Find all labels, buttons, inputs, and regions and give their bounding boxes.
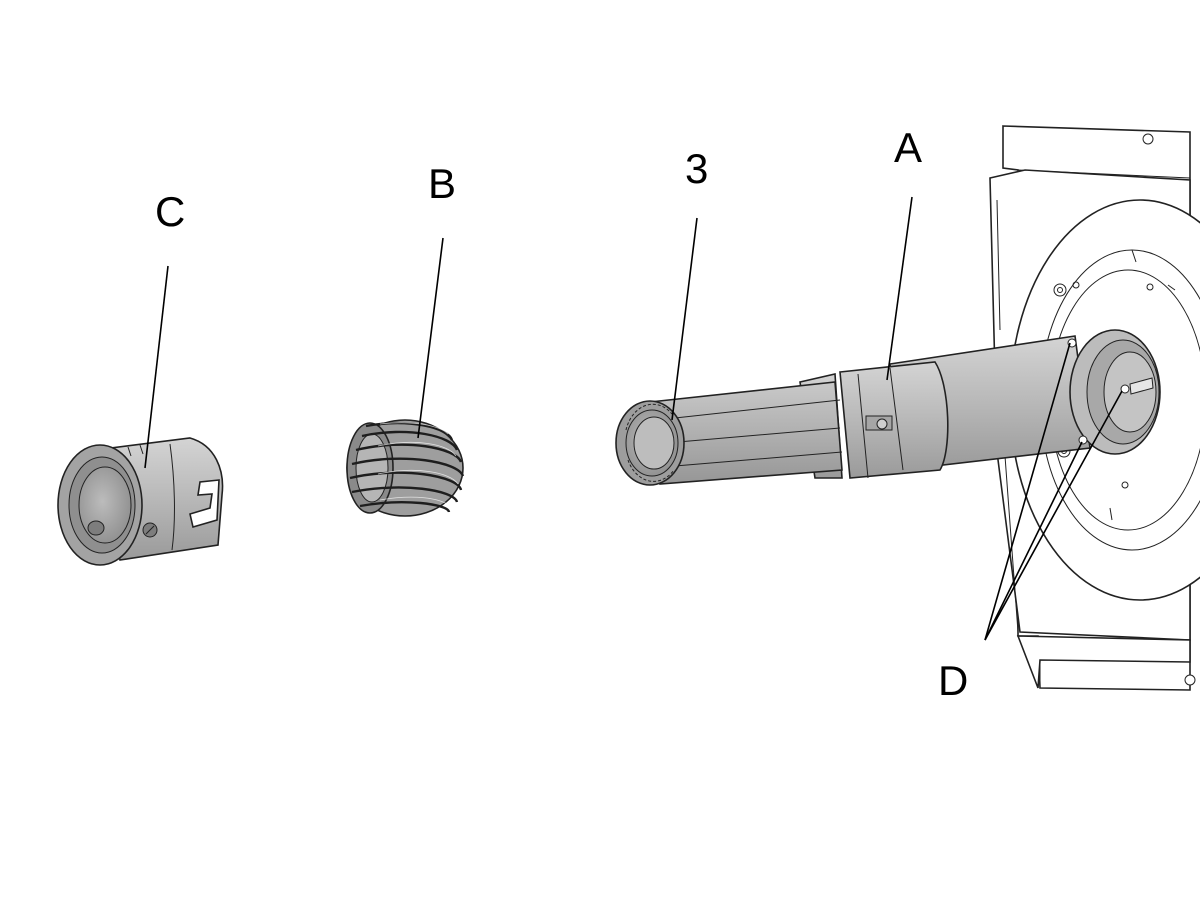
callout-c: C [155,188,185,235]
part-3-tube [615,381,843,486]
leader-lines [144,196,1123,641]
part-b-spring [346,419,465,517]
callout-a: A [894,124,922,171]
leader-a [886,196,913,381]
callout-d: D [938,657,968,704]
leader-d-3 [984,441,1083,641]
callout-labels: C B 3 A D [155,124,968,704]
callout-3: 3 [685,145,708,192]
leader-d-2 [984,390,1123,641]
leader-b [417,237,444,439]
leader-3 [671,217,698,421]
callout-b: B [428,160,456,207]
leader-c [144,265,169,469]
leader-d-1 [984,342,1071,641]
part-c-collar [57,437,224,566]
part-a-shaft [799,329,1161,479]
